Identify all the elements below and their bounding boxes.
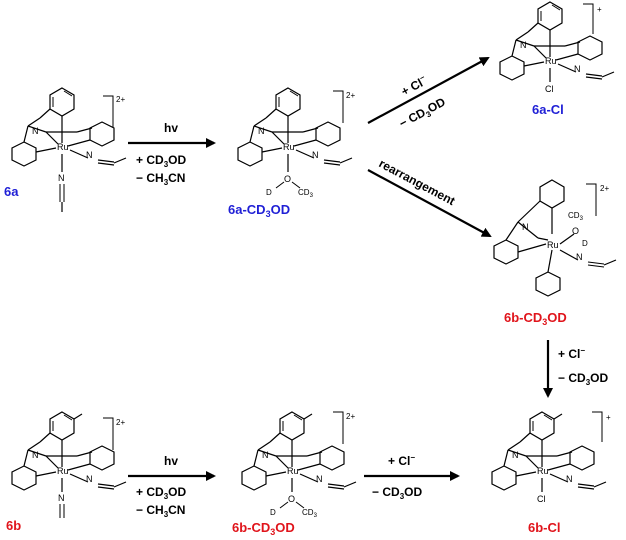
d-label: D [582, 239, 588, 248]
ru-label: Ru [57, 466, 69, 476]
label-6a: 6a [4, 184, 19, 199]
bracket-6a-cl [583, 3, 594, 34]
nitrile-n-label: N [86, 474, 93, 484]
hv-bottom-cond2: − CH3CN [136, 503, 185, 519]
charge-6a: 2+ [116, 95, 125, 104]
structure-6b-cl: N Ru N Cl [491, 411, 607, 504]
charge-6a-cd3od: 2+ [346, 91, 355, 100]
label-6b-cl: 6b-Cl [528, 520, 561, 535]
cl-label: Cl [545, 84, 554, 94]
nitrile-n-label: N [312, 150, 319, 160]
cd3-label: CD3 [302, 508, 318, 519]
bracket-6b-cl [592, 411, 603, 442]
ru-label: Ru [287, 466, 299, 476]
structure-6b-cd3od-rearranged: O CD3 D N Ru N [493, 179, 617, 297]
axial-n-label: N [58, 173, 65, 183]
cl-down-line2: − CD3OD [558, 371, 608, 387]
amine-n-label: N [512, 450, 519, 460]
nitrile-n-label: N [86, 150, 93, 160]
amine-n-label: N [32, 450, 39, 460]
o-label: O [288, 494, 295, 504]
ru-label: Ru [537, 466, 549, 476]
hv-top-cond2: − CH3CN [136, 171, 185, 187]
structure-6a-cl: N Ru N Cl [499, 1, 615, 94]
bracket-6a-cd3od [333, 90, 344, 123]
cl-label: Cl [537, 494, 546, 504]
axial-n-label: N [58, 493, 65, 503]
nitrile-n-label: N [574, 64, 581, 74]
bracket-6b [103, 417, 114, 450]
ru-label: Ru [545, 56, 557, 66]
charge-6b-cd3od-top: 2+ [600, 184, 609, 193]
nitrile-n-label: N [576, 252, 583, 262]
cl-bottom-below: − CD3OD [372, 485, 422, 501]
hv-top-cond1: + CD3OD [136, 153, 186, 169]
label-6a-cd3od: 6a-CD3OD [228, 202, 290, 219]
cl-down-line1: + Cl− [558, 346, 585, 361]
hv-bottom-label: hv [164, 454, 178, 468]
nitrile-n-label: N [316, 474, 323, 484]
hv-top-label: hv [164, 121, 178, 135]
amine-n-label: N [32, 126, 39, 136]
d-label: D [270, 508, 276, 517]
label-6b-cd3od: 6b-CD3OD [232, 520, 295, 537]
amine-n-label: N [520, 40, 527, 50]
charge-6b-cl: + [606, 413, 611, 422]
structure-6b: N Ru N N [11, 411, 127, 518]
hv-bottom-cond1: + CD3OD [136, 485, 186, 501]
amine-n-label: N [262, 450, 269, 460]
arrow-rearrangement [367, 169, 492, 237]
nitrile-n-label: N [566, 474, 573, 484]
amine-n-label: N [258, 126, 265, 136]
ru-label: Ru [57, 142, 69, 152]
cl-bottom-above: + Cl− [388, 453, 415, 468]
d-label: D [266, 188, 272, 197]
structure-6b-cd3od: N Ru N O D CD3 [241, 411, 357, 519]
cl-top-above: + Cl− [398, 73, 429, 99]
ru-label: Ru [283, 142, 295, 152]
cl-top-below: − CD3OD [397, 95, 449, 133]
o-label: O [572, 226, 579, 236]
o-label: O [284, 174, 291, 184]
ru-label: Ru [547, 240, 559, 250]
charge-6b-cd3od: 2+ [346, 412, 355, 421]
structure-6a: N Ru N N [11, 87, 127, 212]
arrow-cl-top [367, 57, 490, 124]
bracket-6a [103, 95, 114, 128]
label-6a-cl: 6a-Cl [532, 102, 564, 117]
charge-6a-cl: + [597, 5, 602, 14]
label-6b-cd3od-top: 6b-CD3OD [504, 310, 567, 327]
structure-6a-cd3od: N Ru N O D CD3 [237, 87, 353, 199]
cd3-label: CD3 [568, 211, 584, 222]
bracket-6b-cd3od [333, 411, 344, 444]
amine-n-label: N [522, 222, 529, 232]
charge-6b: 2+ [116, 418, 125, 427]
label-6b: 6b [6, 518, 21, 533]
bracket-6b-cd3od-top [586, 183, 597, 216]
cd3-label: CD3 [298, 188, 314, 199]
